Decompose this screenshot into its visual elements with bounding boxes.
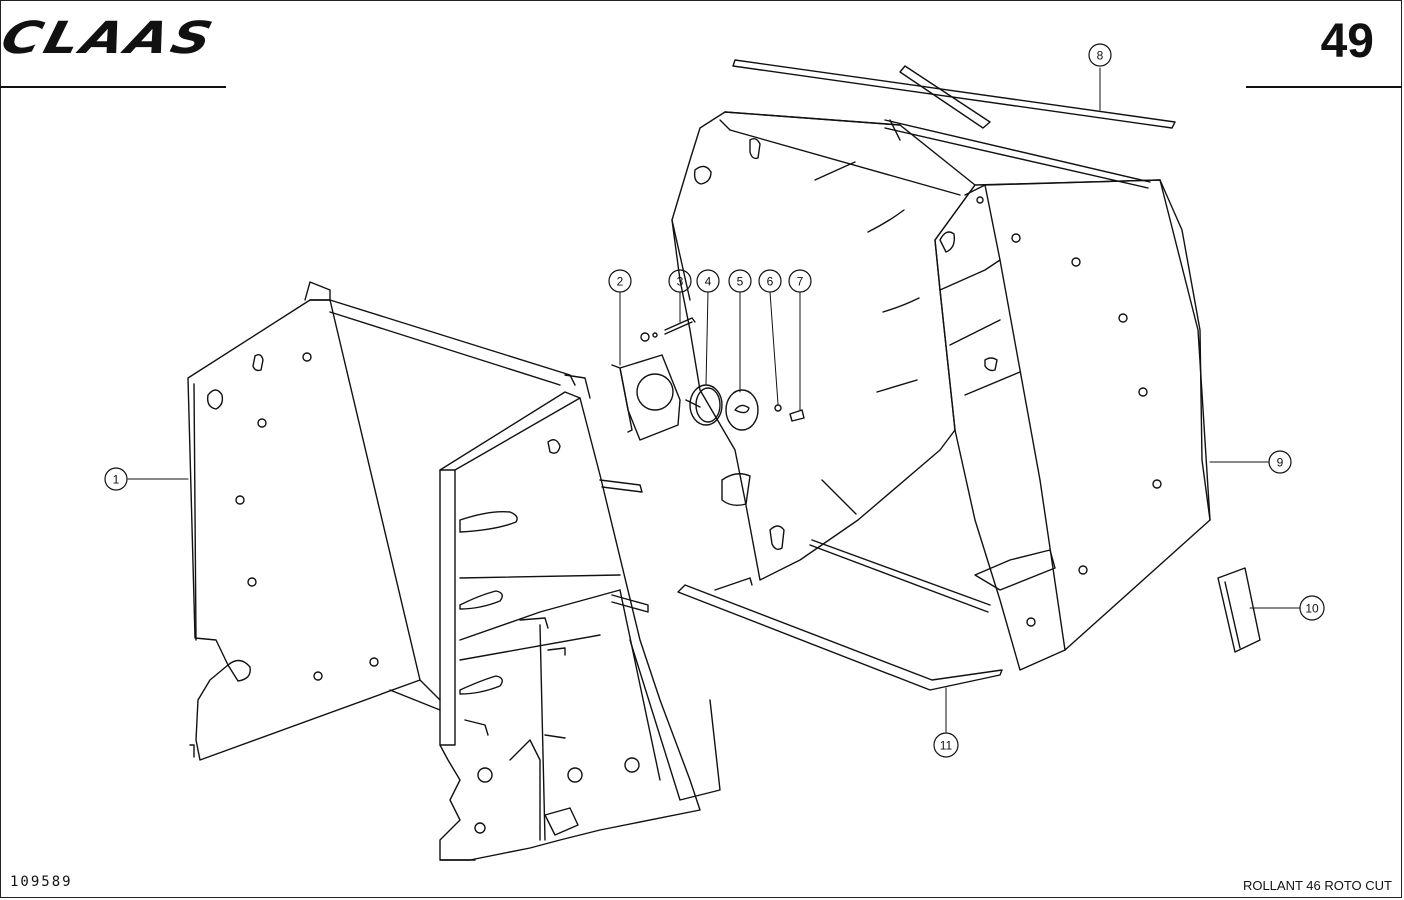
svg-text:10: 10 [1305,602,1319,616]
svg-text:3: 3 [677,275,684,289]
svg-text:11: 11 [940,739,953,753]
svg-text:5: 5 [737,275,744,289]
callout-2: 2 [608,269,632,293]
leader-lines [127,67,1301,733]
right-side-wall [934,179,1211,671]
model-name: ROLLANT 46 ROTO CUT [1242,878,1392,893]
callout-4: 4 [696,269,720,293]
top-strips [732,59,1176,189]
callout-11: 11 [933,732,959,758]
header-rule-left [0,86,226,88]
callout-8: 8 [1088,43,1112,67]
callout-5: 5 [728,269,752,293]
callout-1: 1 [104,467,128,491]
svg-text:4: 4 [705,275,712,289]
side-rail-10 [1217,567,1261,653]
callout-7: 7 [788,269,812,293]
rear-back-plate [671,111,976,581]
callout-9: 9 [1268,450,1292,474]
small-parts [664,317,805,431]
header-rule-right [1246,86,1402,88]
callout-6: 6 [758,269,782,293]
svg-text:8: 8 [1097,49,1104,63]
svg-text:6: 6 [767,275,774,289]
drawing-number: 109589 [10,874,73,890]
left-inner-frame [439,374,721,861]
svg-text:9: 9 [1277,456,1284,470]
left-side-wall [187,281,576,761]
svg-text:2: 2 [617,275,624,289]
bottom-tubes [677,539,1003,691]
callouts: 1 2 3 4 5 6 7 8 9 10 11 [104,43,1325,758]
callout-10: 10 [1299,595,1325,621]
page-number: 49 [1320,15,1374,68]
svg-text:7: 7 [797,275,804,289]
callout-3: 3 [668,269,692,293]
bearing-plate-2 [611,332,681,441]
svg-text:1: 1 [113,473,120,487]
